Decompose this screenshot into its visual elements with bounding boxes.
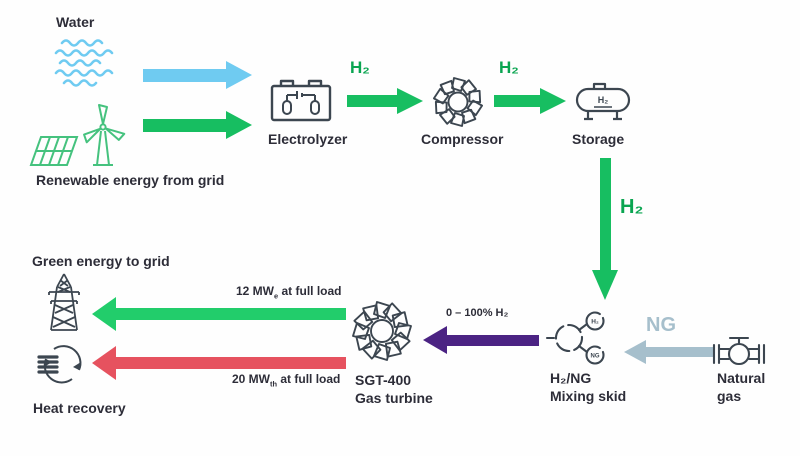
water-icon bbox=[54, 38, 116, 88]
water-label: Water bbox=[56, 14, 95, 30]
arrow-water-to-electrolyzer bbox=[143, 61, 252, 89]
arrow-ng-to-mixing bbox=[624, 340, 714, 364]
arrow-electrolyzer-to-compressor bbox=[347, 88, 423, 114]
electrolyzer-icon bbox=[269, 74, 333, 124]
storage-tank-icon: H₂ bbox=[574, 79, 632, 125]
compressor-icon bbox=[431, 75, 485, 129]
flow-label-h2-electrolyzer: H₂ bbox=[350, 58, 370, 77]
solar-panel-icon bbox=[29, 135, 79, 169]
arrow-turbine-to-heat bbox=[92, 346, 346, 380]
arrow-compressor-to-storage bbox=[494, 88, 566, 114]
natural-gas-label: Natural gas bbox=[717, 370, 766, 405]
flow-label-12mwe: 12 MWe at full load bbox=[236, 284, 342, 301]
compressor-label: Compressor bbox=[421, 131, 504, 147]
storage-tank-text: H₂ bbox=[598, 95, 609, 105]
grid-label: Green energy to grid bbox=[32, 253, 170, 269]
gas-turbine-label: SGT-400 Gas turbine bbox=[355, 372, 433, 407]
renewable-label: Renewable energy from grid bbox=[36, 172, 225, 188]
mixing-port-h2-text: H₂ bbox=[591, 319, 599, 326]
transmission-tower-icon bbox=[44, 271, 84, 333]
arrow-renewable-to-electrolyzer bbox=[143, 111, 252, 139]
storage-label: Storage bbox=[572, 131, 625, 147]
flow-label-h2-compressor: H₂ bbox=[499, 58, 519, 77]
natural-gas-valve-icon bbox=[709, 329, 769, 371]
heat-recovery-icon bbox=[34, 342, 86, 386]
electrolyzer-label: Electrolyzer bbox=[268, 131, 348, 147]
arrow-mixing-to-turbine bbox=[423, 326, 539, 354]
arrow-storage-to-mixing bbox=[592, 158, 618, 300]
arrow-turbine-to-grid bbox=[92, 297, 346, 331]
gas-turbine-icon bbox=[350, 299, 414, 363]
wind-turbine-icon bbox=[79, 99, 129, 169]
heat-recovery-label: Heat recovery bbox=[33, 400, 126, 416]
mixing-skid-icon: H₂ NG bbox=[545, 309, 621, 369]
flow-label-20mwth: 20 MWth at full load bbox=[232, 372, 341, 389]
flow-label-h2-storage: H₂ bbox=[620, 196, 644, 218]
flow-label-ng: NG bbox=[646, 314, 676, 336]
mixing-port-ng-text: NG bbox=[591, 354, 600, 360]
mixing-skid-label: H₂/NG Mixing skid bbox=[550, 370, 627, 405]
flow-label-h2-blend: 0 – 100% H₂ bbox=[446, 307, 509, 319]
